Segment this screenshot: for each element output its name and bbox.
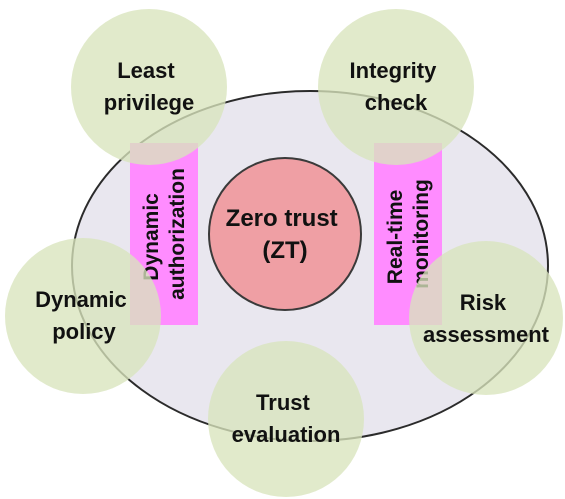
- center-label-line1: Zero trust: [226, 205, 338, 232]
- integrity-check-line2: check: [365, 90, 428, 115]
- right-bar-label-line1: Real-time: [384, 190, 407, 285]
- risk-assessment-line2: assessment: [423, 322, 550, 347]
- center-label: Zero trust (ZT): [226, 205, 345, 264]
- dynamic-policy-label: Dynamic policy: [35, 287, 133, 344]
- least-privilege-label: Least privilege: [104, 58, 194, 115]
- node-trust-evaluation: [208, 341, 364, 497]
- integrity-check-line1: Integrity: [350, 58, 438, 83]
- least-privilege-line2: privilege: [104, 90, 194, 115]
- dynamic-policy-line2: policy: [52, 319, 116, 344]
- risk-assessment-label: Risk assessment: [423, 290, 550, 347]
- center-circle-zero-trust: [208, 157, 362, 311]
- trust-evaluation-line2: evaluation: [232, 422, 341, 447]
- right-bar-label-line2: monitoring: [410, 179, 433, 289]
- node-least-privilege: [71, 9, 227, 165]
- dynamic-policy-line1: Dynamic: [35, 287, 127, 312]
- left-bar-label-line1: Dynamic: [140, 193, 163, 281]
- left-bar-label-line2: authorization: [166, 168, 189, 300]
- least-privilege-line1: Least: [117, 58, 175, 83]
- trust-evaluation-line1: Trust: [256, 390, 310, 415]
- integrity-check-label: Integrity check: [350, 58, 443, 115]
- node-risk-assessment: [409, 241, 563, 395]
- node-dynamic-policy: [5, 238, 161, 394]
- node-integrity-check: [318, 9, 474, 165]
- center-label-line2: (ZT): [262, 237, 307, 264]
- risk-assessment-line1: Risk: [460, 290, 507, 315]
- right-bar-label: Real-time monitoring: [384, 179, 433, 289]
- left-bar-label: Dynamic authorization: [140, 168, 189, 300]
- trust-evaluation-label: Trust evaluation: [232, 390, 341, 447]
